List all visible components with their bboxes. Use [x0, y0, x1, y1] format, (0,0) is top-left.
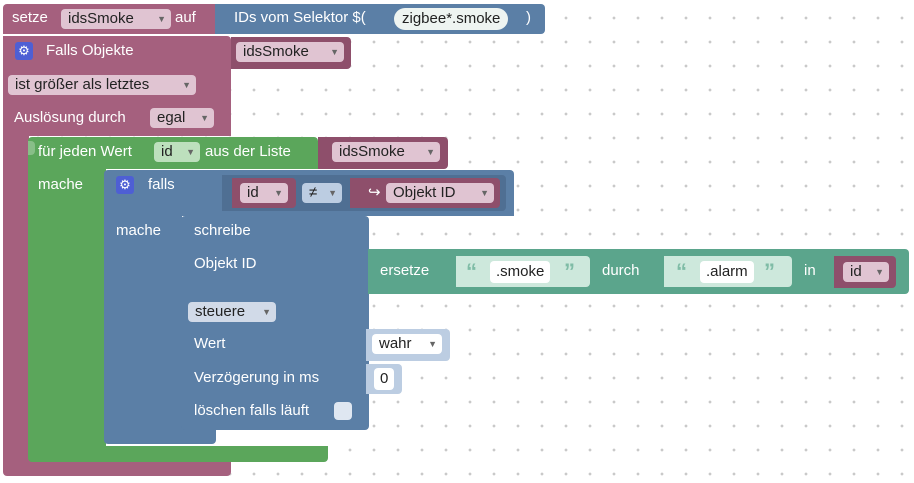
replace-in-label: in [804, 262, 816, 279]
for-each-item-dropdown[interactable]: id ▼ [154, 142, 200, 162]
close-quote-icon: ” [764, 259, 775, 284]
chevron-down-icon: ▼ [330, 47, 339, 57]
gear-icon[interactable]: ⚙ [15, 42, 33, 60]
chevron-down-icon: ▼ [262, 307, 271, 317]
falls-objekte-spine [3, 136, 29, 464]
list-variable-dropdown[interactable]: idsSmoke ▼ [332, 142, 440, 162]
for-each-do-label: mache [38, 176, 84, 193]
write-title: schreibe [194, 222, 251, 239]
close-quote-icon: ” [564, 259, 575, 284]
falls-objekte-variable-dropdown[interactable]: idsSmoke ▼ [236, 42, 344, 62]
chevron-down-icon: ▼ [328, 188, 337, 198]
chevron-down-icon: ▼ [875, 267, 884, 277]
selector-close-paren: ) [526, 9, 531, 26]
boolean-value-dropdown[interactable]: wahr ▼ [372, 334, 442, 354]
for-each-label: für jeden Wert [38, 143, 132, 160]
write-mode-dropdown[interactable]: steuere ▼ [188, 302, 276, 322]
write-block[interactable] [181, 216, 369, 430]
for-each-bottom[interactable] [28, 446, 328, 462]
chevron-down-icon: ▼ [200, 113, 209, 123]
trigger-arrow-icon: ↪ [368, 184, 381, 201]
falls-objekte-label: Falls Objekte [46, 42, 134, 59]
clear-running-checkbox[interactable] [334, 402, 352, 420]
if-label: falls [148, 176, 175, 193]
replace-label: ersetze [380, 262, 430, 279]
if-spine [104, 215, 182, 430]
chevron-down-icon: ▼ [186, 147, 195, 157]
compare-left-dropdown[interactable]: id ▼ [240, 183, 288, 203]
chevron-down-icon: ▼ [182, 80, 191, 90]
if-do-label: mache [116, 222, 162, 239]
operator-dropdown[interactable]: ≠ ▼ [302, 183, 342, 203]
selector-label: IDs vom Selektor $( [234, 9, 366, 26]
trigger-label: Auslösung durch [14, 109, 126, 126]
object-id-dropdown[interactable]: Objekt ID ▼ [386, 183, 494, 203]
write-value-label: Wert [194, 335, 226, 352]
auf-label: auf [175, 9, 196, 26]
chevron-down-icon: ▼ [428, 339, 437, 349]
selector-value-field[interactable]: zigbee*.smoke [394, 8, 509, 30]
replace-from-text-field[interactable]: .smoke [490, 261, 551, 283]
for-each-notch [28, 141, 35, 155]
replace-to-text-field[interactable]: .alarm [700, 261, 754, 283]
setze-variable-dropdown[interactable]: idsSmoke ▼ [61, 9, 171, 29]
condition-dropdown[interactable]: ist größer als letztes ▼ [8, 75, 196, 95]
write-clear-label: löschen falls läuft [194, 402, 310, 419]
chevron-down-icon: ▼ [157, 14, 166, 24]
chevron-down-icon: ▼ [480, 188, 489, 198]
replace-in-dropdown[interactable]: id ▼ [843, 262, 889, 282]
for-each-spine [28, 168, 106, 446]
chevron-down-icon: ▼ [426, 147, 435, 157]
open-quote-icon: “ [676, 259, 687, 284]
replace-by-label: durch [602, 262, 640, 279]
for-each-from-label: aus der Liste [205, 143, 291, 160]
write-delay-label: Verzögerung in ms [194, 369, 320, 386]
setze-keyword: setze [12, 9, 48, 26]
falls-objekte-bottom[interactable] [3, 460, 231, 476]
chevron-down-icon: ▼ [274, 188, 283, 198]
delay-number-field[interactable]: 0 [374, 368, 395, 390]
if-bottom[interactable] [104, 426, 216, 444]
open-quote-icon: “ [466, 259, 477, 284]
gear-icon[interactable]: ⚙ [116, 176, 134, 194]
write-object-label: Objekt ID [194, 255, 257, 272]
trigger-dropdown[interactable]: egal ▼ [150, 108, 214, 128]
